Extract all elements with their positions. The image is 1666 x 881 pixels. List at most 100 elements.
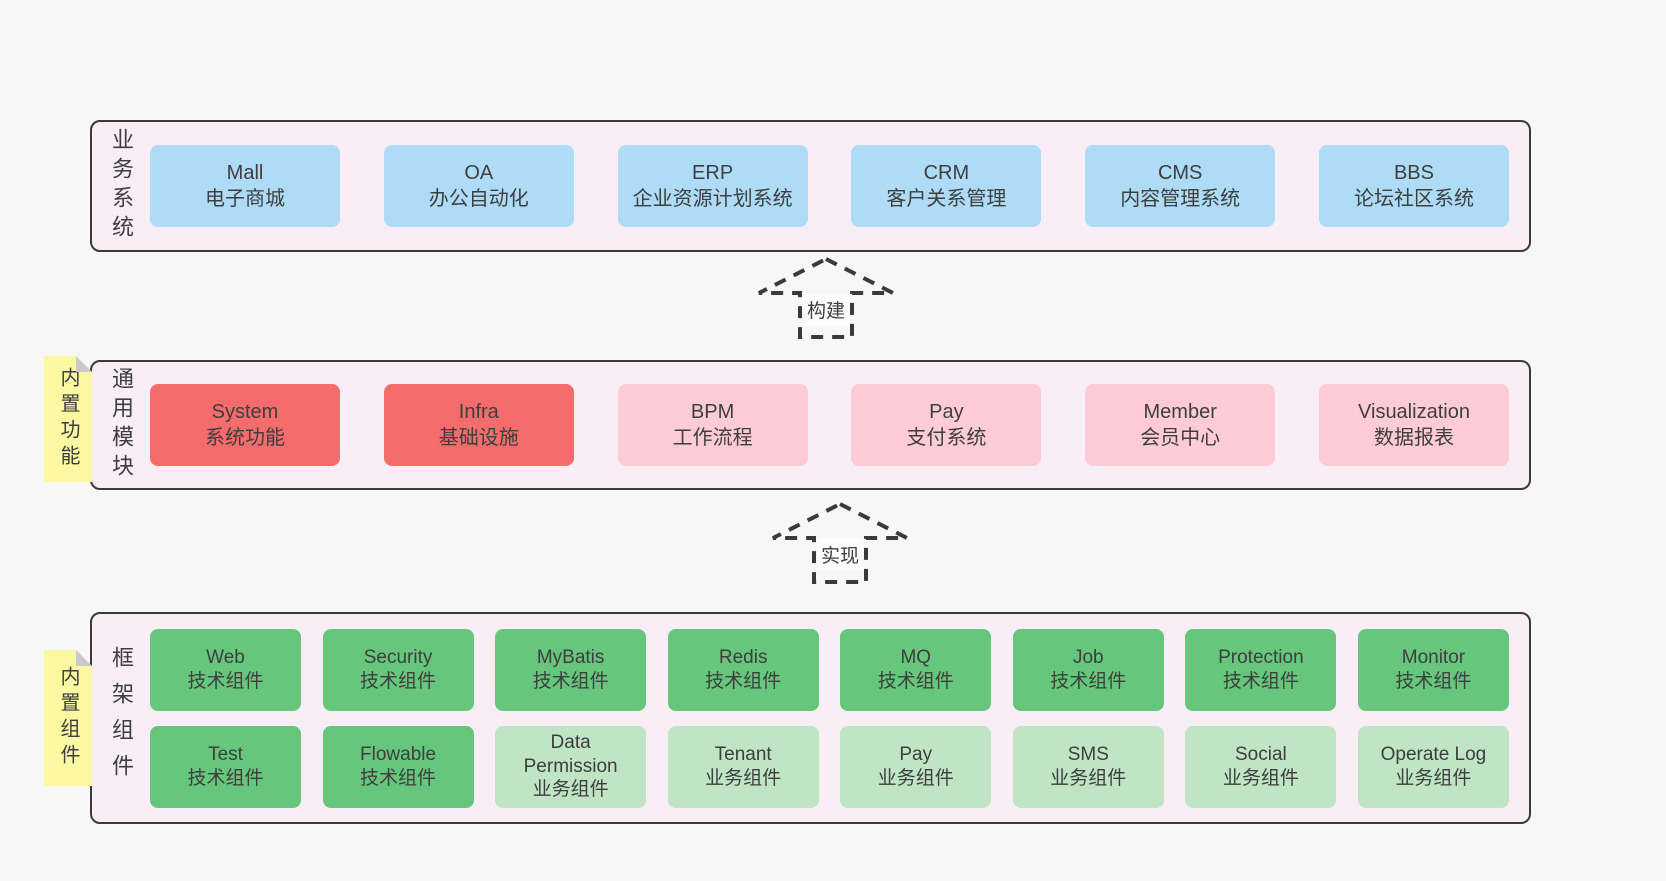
sticky-built-in-components: 内置组件 (44, 650, 92, 786)
box-protection: Protection 技术组件 (1185, 628, 1337, 711)
box-title: Security (363, 646, 433, 668)
sticky-fold-corner-icon (76, 356, 92, 372)
box-oa: OA 办公自动化 (383, 145, 574, 227)
box-subtitle: 技术组件 (360, 670, 437, 692)
box-title: ERP (692, 161, 734, 184)
box-title: BPM (690, 400, 735, 423)
box-member: Member 会员中心 (1085, 384, 1276, 466)
common-modules-panel: 通用模块 System 系统功能 Infra 基础设施 BPM 工作流程 Pay… (90, 360, 1531, 490)
box-title: CMS (1157, 161, 1203, 184)
business-panel-label: 业务系统 (109, 128, 134, 244)
box-monitor: Monitor 技术组件 (1357, 628, 1509, 711)
box-title: Operate Log (1380, 743, 1487, 765)
box-redis: Redis 技术组件 (667, 628, 819, 711)
box-job: Job 技术组件 (1012, 628, 1164, 711)
box-title: Pay (899, 743, 933, 765)
box-pay-module: Pay 支付系统 (851, 384, 1042, 466)
box-subtitle: 客户关系管理 (886, 188, 1007, 210)
box-tenant: Tenant 业务组件 (667, 725, 819, 808)
box-subtitle: 业务组件 (1050, 767, 1127, 789)
box-visualization: Visualization 数据报表 (1318, 384, 1509, 466)
framework-components-panel: 框架组件 Web 技术组件 Security 技术组件 MyBatis 技术组件… (90, 612, 1531, 824)
box-infra: Infra 基础设施 (383, 384, 574, 466)
modules-panel-label: 通用模块 (109, 367, 134, 483)
box-security: Security 技术组件 (322, 628, 474, 711)
box-title: Visualization (1358, 400, 1470, 423)
implement-arrow-label: 实现 (816, 538, 864, 571)
implement-arrow: 实现 (770, 500, 910, 586)
box-flowable: Flowable 技术组件 (322, 725, 474, 808)
box-subtitle: 工作流程 (672, 427, 753, 449)
box-subtitle: 技术组件 (1050, 670, 1127, 692)
box-title: Mall (226, 161, 264, 184)
box-subtitle: 业务组件 (877, 767, 954, 789)
box-subtitle: 技术组件 (187, 670, 264, 692)
box-title: CRM (923, 161, 970, 184)
box-mall: Mall 电子商城 (150, 145, 340, 227)
box-title: Tenant (714, 743, 772, 765)
box-subtitle: 数据报表 (1373, 427, 1454, 449)
business-systems-panel: 业务系统 Mall 电子商城 OA 办公自动化 ERP 企业资源计划系统 CRM… (90, 120, 1531, 252)
box-subtitle: 会员中心 (1140, 427, 1221, 449)
box-subtitle: 电子商城 (205, 188, 285, 210)
box-subtitle: 技术组件 (877, 670, 954, 692)
box-system: System 系统功能 (150, 384, 340, 466)
box-pay-component: Pay 业务组件 (840, 725, 992, 808)
box-title: Pay (929, 400, 964, 423)
box-subtitle: 技术组件 (705, 670, 782, 692)
framework-panel-label: 框架组件 (109, 646, 134, 790)
box-subtitle: 业务组件 (532, 779, 609, 801)
build-arrow-label: 构建 (802, 293, 850, 326)
box-web: Web 技术组件 (150, 628, 301, 711)
box-subtitle: 技术组件 (1222, 670, 1299, 692)
build-arrow: 构建 (756, 255, 896, 341)
box-subtitle: 技术组件 (532, 670, 609, 692)
box-title: BBS (1393, 161, 1434, 184)
box-subtitle: 基础设施 (438, 427, 519, 449)
box-sms: SMS 业务组件 (1012, 725, 1164, 808)
box-title: OA (464, 161, 494, 184)
box-subtitle: 业务组件 (1395, 767, 1472, 789)
box-title: Data Permission (523, 731, 618, 777)
box-crm: CRM 客户关系管理 (851, 145, 1042, 227)
box-title: SMS (1067, 743, 1109, 765)
sticky-label: 内置功能 (57, 367, 79, 471)
box-subtitle: 技术组件 (1395, 670, 1472, 692)
box-title: MQ (900, 646, 932, 668)
box-title: Redis (718, 646, 768, 668)
box-subtitle: 企业资源计划系统 (632, 188, 793, 210)
sticky-label: 内置组件 (57, 666, 79, 770)
business-boxes-row: Mall 电子商城 OA 办公自动化 ERP 企业资源计划系统 CRM 客户关系… (150, 145, 1509, 227)
framework-row-1: Web 技术组件 Security 技术组件 MyBatis 技术组件 Redi… (150, 628, 1509, 711)
box-subtitle: 办公自动化 (428, 188, 529, 210)
box-data-permission: Data Permission 业务组件 (495, 725, 647, 808)
framework-rows: Web 技术组件 Security 技术组件 MyBatis 技术组件 Redi… (150, 628, 1509, 808)
box-bbs: BBS 论坛社区系统 (1318, 145, 1509, 227)
box-subtitle: 业务组件 (705, 767, 782, 789)
framework-row-2: Test 技术组件 Flowable 技术组件 Data Permission … (150, 725, 1509, 808)
box-mq: MQ 技术组件 (840, 628, 992, 711)
box-erp: ERP 企业资源计划系统 (617, 145, 808, 227)
box-title: Monitor (1401, 646, 1466, 668)
box-subtitle: 业务组件 (1222, 767, 1299, 789)
box-title: Social (1235, 743, 1287, 765)
box-title: Flowable (360, 743, 437, 765)
box-subtitle: 系统功能 (205, 427, 285, 449)
box-social: Social 业务组件 (1185, 725, 1337, 808)
box-cms: CMS 内容管理系统 (1085, 145, 1276, 227)
box-title: Protection (1218, 646, 1304, 668)
box-operate-log: Operate Log 业务组件 (1357, 725, 1509, 808)
box-subtitle: 内容管理系统 (1120, 188, 1241, 210)
box-title: Member (1143, 400, 1217, 423)
box-title: Job (1072, 646, 1104, 668)
box-subtitle: 支付系统 (906, 427, 987, 449)
box-subtitle: 论坛社区系统 (1353, 188, 1474, 210)
box-bpm: BPM 工作流程 (617, 384, 808, 466)
modules-boxes-row: System 系统功能 Infra 基础设施 BPM 工作流程 Pay 支付系统… (150, 384, 1509, 466)
box-title: Infra (458, 400, 499, 423)
box-title: MyBatis (536, 646, 605, 668)
sticky-built-in-features: 内置功能 (44, 356, 92, 482)
box-test: Test 技术组件 (150, 725, 301, 808)
box-subtitle: 技术组件 (360, 767, 437, 789)
